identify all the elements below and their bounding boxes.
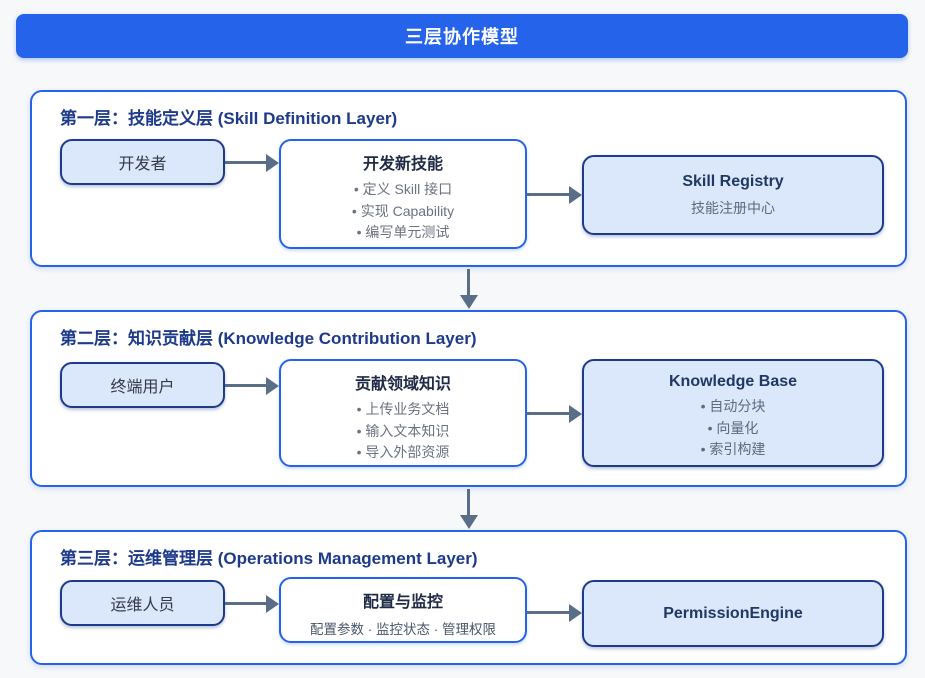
layer-2-title: 第二层：知识贡献层 (Knowledge Contribution Layer) xyxy=(60,329,477,348)
layer-knowledge-contribution: 第二层：知识贡献层 (Knowledge Contribution Layer)… xyxy=(30,310,907,487)
diagram-title: 三层协作模型 xyxy=(405,27,519,47)
system-box-permission-engine: PermissionEngine xyxy=(582,580,884,647)
layer-1-title: 第一层：技能定义层 (Skill Definition Layer) xyxy=(60,109,398,128)
action-box-configure-monitor: 配置与监控 配置参数 · 监控状态 · 管理权限 xyxy=(279,577,527,643)
actor-box-ops-staff: 运维人员 xyxy=(60,580,225,626)
layer-skill-definition: 第一层：技能定义层 (Skill Definition Layer) 开发者 开… xyxy=(30,90,907,267)
arrow-right-icon xyxy=(527,185,582,204)
action-bullet-list: 上传业务文档 输入文本知识 导入外部资源 xyxy=(357,399,449,464)
arrow-right-icon xyxy=(225,376,279,395)
bullet-item: 定义 Skill 接口 xyxy=(352,179,454,201)
actor-label: 运维人员 xyxy=(110,597,175,614)
bullet-item: 编写单元测试 xyxy=(352,222,454,244)
action-box-develop-skill: 开发新技能 定义 Skill 接口 实现 Capability 编写单元测试 xyxy=(279,139,527,249)
action-subtitle: 配置参数 · 监控状态 · 管理权限 xyxy=(310,622,496,637)
actor-label: 开发者 xyxy=(118,156,167,173)
layer-3-title: 第三层：运维管理层 (Operations Management Layer) xyxy=(60,549,478,568)
action-box-contribute-knowledge: 贡献领域知识 上传业务文档 输入文本知识 导入外部资源 xyxy=(279,359,527,467)
system-box-skill-registry: Skill Registry 技能注册中心 xyxy=(582,155,884,235)
arrow-down-icon xyxy=(459,269,478,309)
bullet-item: 向量化 xyxy=(701,418,766,440)
action-title: 贡献领域知识 xyxy=(354,376,451,393)
bullet-item: 输入文本知识 xyxy=(357,421,449,443)
system-box-knowledge-base: Knowledge Base 自动分块 向量化 索引构建 xyxy=(582,359,884,467)
actor-box-end-user: 终端用户 xyxy=(60,362,225,408)
action-bullet-list: 定义 Skill 接口 实现 Capability 编写单元测试 xyxy=(352,179,454,244)
bullet-item: 自动分块 xyxy=(701,396,765,418)
arrow-right-icon xyxy=(527,404,582,423)
arrow-right-icon xyxy=(225,594,279,613)
actor-label: 终端用户 xyxy=(110,379,175,396)
arrow-right-icon xyxy=(225,153,279,172)
system-title: PermissionEngine xyxy=(663,604,803,622)
bullet-item: 导入外部资源 xyxy=(357,442,449,464)
arrow-down-icon xyxy=(459,489,478,529)
layer-operations-management: 第三层：运维管理层 (Operations Management Layer) … xyxy=(30,530,907,665)
arrow-right-icon xyxy=(527,603,582,622)
actor-box-developer: 开发者 xyxy=(60,139,225,185)
system-bullet-list: 自动分块 向量化 索引构建 xyxy=(701,396,766,461)
system-title: Knowledge Base xyxy=(668,373,798,390)
diagram-title-banner: 三层协作模型 xyxy=(16,14,908,58)
bullet-item: 上传业务文档 xyxy=(357,399,449,421)
action-title: 配置与监控 xyxy=(362,594,443,611)
system-subtitle: 技能注册中心 xyxy=(691,199,775,216)
bullet-item: 索引构建 xyxy=(701,439,765,461)
bullet-item: 实现 Capability xyxy=(352,201,454,223)
action-title: 开发新技能 xyxy=(362,156,443,173)
system-title: Skill Registry xyxy=(682,172,784,190)
